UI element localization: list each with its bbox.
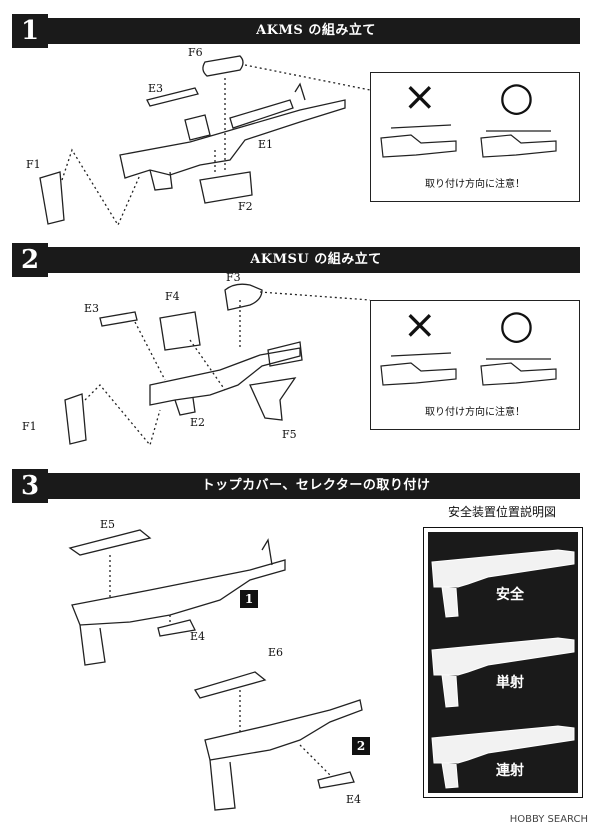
label-f3: F3 [226,271,241,284]
variant-1-marker: 1 [240,590,258,608]
safety-diagram-background: 安全 単射 連射 [428,532,578,793]
correct-mark: ○ [499,302,534,348]
part-f5-drawing [249,377,297,421]
label-e2: E2 [190,416,206,429]
akms-rifle-drawing [119,82,346,191]
part-e5-drawing [68,529,152,556]
selector-position-drawings [431,549,575,789]
label-e3: E3 [148,82,164,95]
label-e3: E3 [84,302,100,315]
step-3-header: 3 トップカバー、セレクターの取り付け [12,469,580,503]
mode-semi-auto: 単射 [496,675,524,691]
label-e1: E1 [258,138,274,151]
label-f6: F6 [188,46,203,59]
label-e4: E4 [190,630,206,643]
part-e4-drawing [157,619,196,637]
orientation-detail-drawing [380,352,557,386]
label-e6: E6 [268,646,284,659]
label-f1: F1 [22,420,37,433]
step-title: トップカバー、セレクターの取り付け [201,478,431,493]
part-f3-drawing [224,283,263,311]
akmsu-rifle-drawing [149,341,303,416]
notice-text: 取り付け方向に注意！ [425,407,525,418]
part-f6-drawing [202,55,244,77]
part-e3-drawing [146,87,199,107]
notice-text: 取り付け方向に注意！ [425,179,525,190]
watermark-footer: HOBBY SEARCH [509,814,588,825]
step-number: 3 [12,469,48,503]
label-e4: E4 [346,793,362,806]
orientation-notice-panel: × ○ 取り付け方向に注意！ [370,300,580,430]
orientation-detail-drawing [380,124,557,158]
step-title: AKMS の組み立て [256,23,376,38]
step-1-header: 1 AKMS の組み立て [12,14,580,48]
label-f2: F2 [238,200,253,213]
wrong-mark: × [403,302,437,348]
mode-full-auto: 連射 [496,763,524,779]
part-e3-drawing [99,311,138,327]
rifle-1-drawing [71,538,286,666]
step-number: 2 [12,243,48,277]
label-e5: E5 [100,518,116,531]
part-f1-drawing [64,393,87,445]
variant-2-marker: 2 [352,737,370,755]
mode-safe: 安全 [496,587,524,603]
step-2-header: 2 AKMSU の組み立て [12,243,580,277]
safety-selector-diagram: 安全 単射 連射 [423,527,583,798]
safety-diagram-title: 安全装置位置説明図 [447,505,556,519]
part-e6-drawing [193,671,267,699]
correct-mark: ○ [499,74,534,120]
label-f1: F1 [26,158,41,171]
part-f1-drawing [39,171,65,225]
orientation-notice-panel: × ○ 取り付け方向に注意！ [370,72,580,202]
step-title: AKMSU の組み立て [250,252,382,267]
part-f4-drawing [159,311,201,351]
part-e4-drawing [317,771,355,789]
rifle-2-drawing [204,699,363,811]
part-f2-drawing [199,171,253,204]
step-number: 1 [12,14,48,48]
label-f4: F4 [165,290,180,303]
label-f5: F5 [282,428,297,441]
wrong-mark: × [403,74,437,120]
